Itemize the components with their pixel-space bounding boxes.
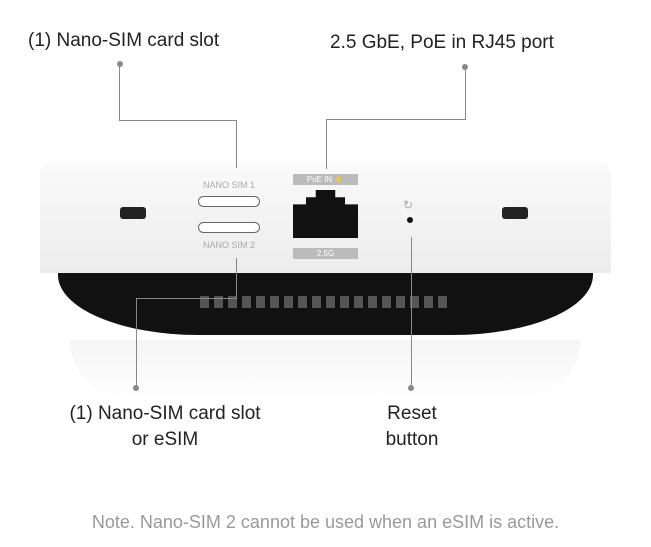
speed-tag: 2.5G [293, 248, 358, 259]
callout-dot [133, 385, 139, 391]
callout-line [136, 298, 237, 299]
label-line: button [385, 429, 439, 450]
callout-line [411, 237, 412, 385]
reset-icon: ↻ [403, 198, 414, 212]
sim2-slot[interactable] [198, 222, 260, 233]
led-right [502, 207, 528, 219]
label-line: Reset [387, 403, 437, 424]
label-line: (1) Nano-SIM card slot [69, 403, 261, 424]
poe-tag: PoE IN ⚡ [293, 174, 358, 185]
label-sim-top: (1) Nano-SIM card slot [28, 30, 220, 51]
label-sim-bottom: (1) Nano-SIM card slot or eSIM [50, 401, 280, 453]
label-reset: Reset button [362, 401, 462, 453]
callout-line [136, 298, 137, 386]
callout-line [326, 119, 327, 169]
callout-line [119, 120, 236, 121]
callout-line [236, 120, 237, 168]
label-rj45: 2.5 GbE, PoE in RJ45 port [330, 32, 554, 53]
led-left [120, 207, 146, 219]
reset-button[interactable] [407, 217, 413, 223]
sim1-slot[interactable] [198, 196, 260, 207]
callout-line [326, 119, 466, 120]
sim1-label: NANO SIM 1 [203, 180, 256, 190]
callout-line [236, 258, 237, 298]
callout-line [465, 67, 466, 119]
callout-dot [408, 385, 414, 391]
label-line: or eSIM [131, 429, 199, 450]
device-vents [200, 296, 450, 308]
note: Note. Nano-SIM 2 cannot be used when an … [91, 512, 560, 532]
callout-line [119, 64, 120, 120]
sim2-label: NANO SIM 2 [203, 240, 256, 250]
callout-dot [117, 61, 123, 67]
device-reflection [70, 340, 580, 400]
